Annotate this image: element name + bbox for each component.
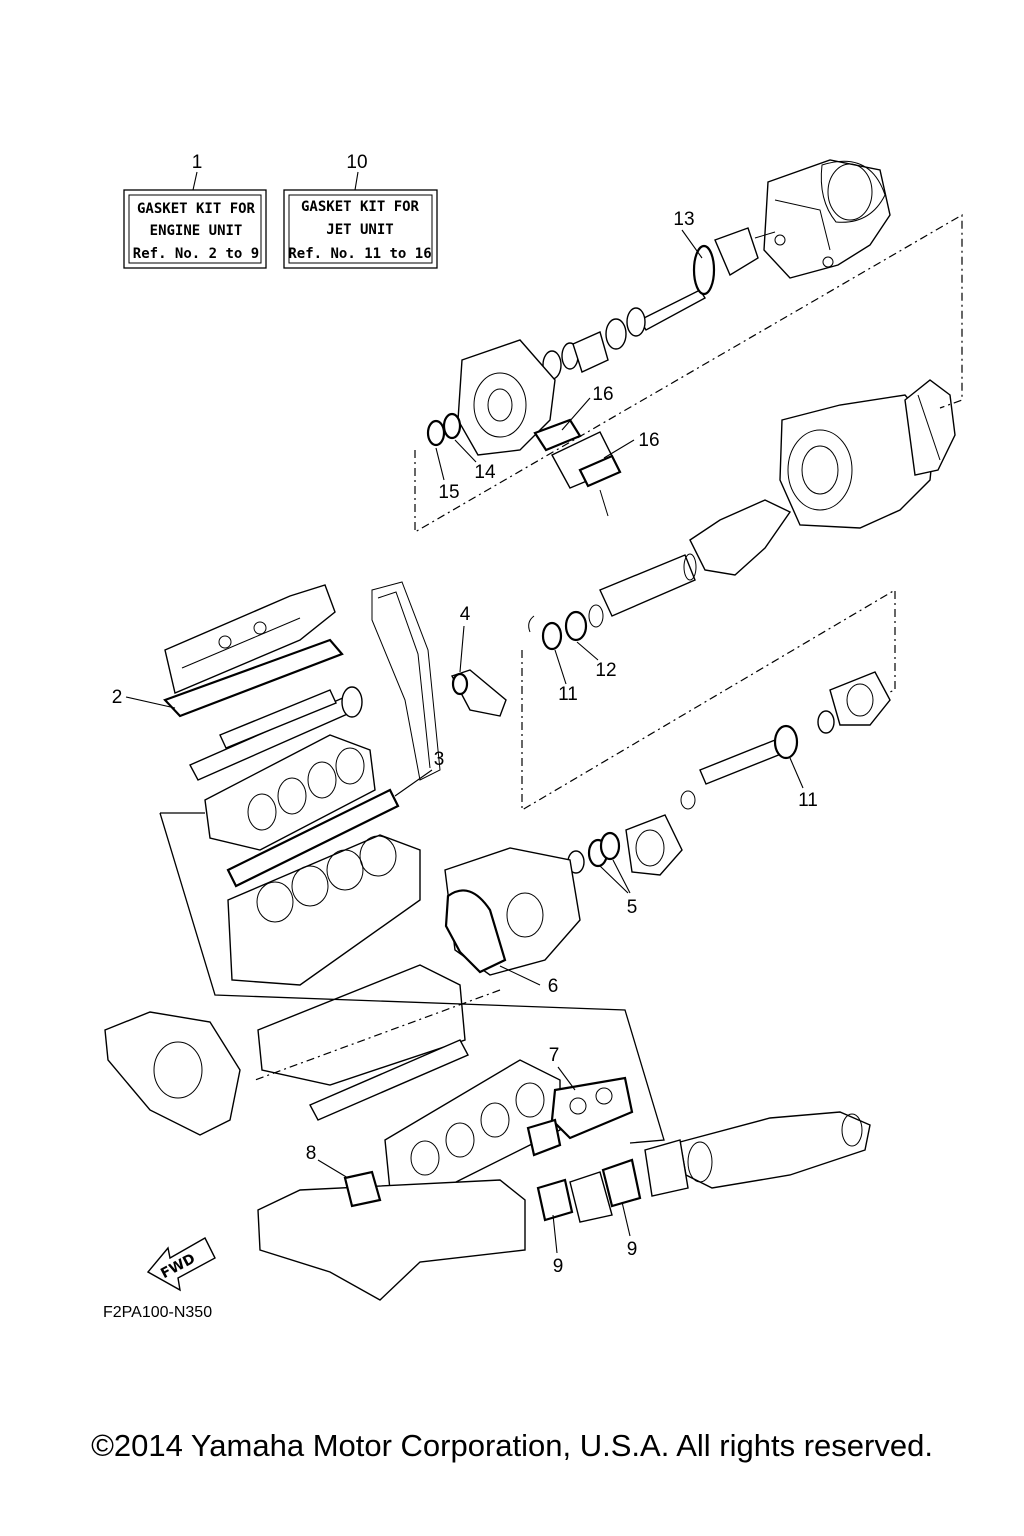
kit-engine-line-3: Ref. No. 2 to 9 [133,246,259,262]
callout-11a: 11 [558,684,578,705]
copyright-notice: ©2014 Yamaha Motor Corporation, U.S.A. A… [91,1428,933,1463]
magneto-cover [104,1011,241,1136]
gasket-9-a [536,1178,574,1222]
kit-jet-line-3: Ref. No. 11 to 16 [288,246,431,262]
kit-engine-line-2: ENGINE UNIT [150,223,243,239]
drive-shaft-upper [639,227,776,331]
gasket-9-b [601,1158,642,1208]
callout-14: 14 [474,462,496,483]
camshafts [189,686,363,781]
callout-11b: 11 [798,790,818,811]
callout-13: 13 [673,209,694,230]
gasket-3 [226,788,400,888]
callout-12: 12 [595,660,616,681]
callout-15: 15 [438,482,459,503]
drive-shaft-lower [567,671,891,876]
crankcase-lower [257,964,469,1121]
kit-jet-line-1: GASKET KIT FOR [301,199,420,215]
callout-4: 4 [460,604,471,625]
callout-10: 10 [346,152,367,173]
cylinder-block [227,834,421,986]
impeller-housing [426,339,622,517]
intake-duct [599,499,792,617]
callout-1: 1 [192,152,203,173]
water-lock-hose [644,1111,871,1197]
gasket-2 [163,638,344,718]
gasket-8 [343,1170,382,1208]
gasket-7 [550,1076,634,1140]
engine-bracket-lines [159,812,665,1144]
kit-jet-line-2: JET UNIT [326,222,393,238]
gasket-4 [451,672,469,696]
kit-box-engine: GASKET KIT FOR ENGINE UNIT Ref. No. 2 to… [123,189,267,269]
crankcase-cover [444,847,581,976]
o-ring-13 [692,244,716,296]
callout-5: 5 [627,897,638,918]
cylinder-head-cover [163,584,344,718]
kit-box-jet: GASKET KIT FOR JET UNIT Ref. No. 11 to 1… [283,189,438,269]
callout-6: 6 [548,976,559,997]
jet-bracket-lines [414,213,963,812]
gasket-6 [444,889,507,974]
gasket-16-b [578,454,622,488]
callout-8: 8 [306,1143,317,1164]
bearings-upper [542,307,646,380]
oil-seal-15 [426,419,446,447]
callout-16b: 16 [638,430,659,451]
callout-9a: 9 [553,1256,564,1277]
diagram-code: F2PA100-N350 [103,1304,212,1321]
jet-pump-housing-rear [763,159,891,279]
exhaust-manifold [384,1059,634,1196]
callout-9b: 9 [627,1239,638,1260]
callout-16a: 16 [592,384,613,405]
callout-2: 2 [112,687,123,708]
oil-seal-14 [442,412,462,440]
fwd-arrow: FWD [146,1237,216,1292]
kit-engine-line-1: GASKET KIT FOR [137,201,256,217]
bearing-set-11-12 [528,604,604,651]
callout-7: 7 [549,1045,560,1066]
timing-chain [371,581,507,781]
callout-3: 3 [434,749,445,770]
cylinder-head [204,734,400,888]
nozzle-and-impeller [779,379,956,529]
exhaust-pipe [257,1158,642,1301]
